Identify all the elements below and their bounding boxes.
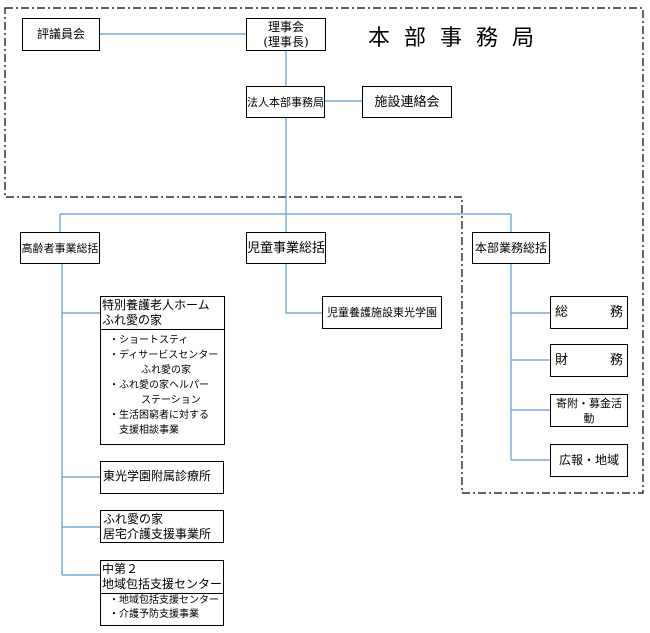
hq-division-label: 本部業務総括	[474, 240, 547, 255]
care-support-subtitle: 居宅介護支援事業所	[103, 527, 212, 541]
elderly-division-box: 高齢者事業総括	[20, 232, 100, 264]
service-item: ・ディサービスセンター	[109, 350, 219, 361]
board-label: 理事会	[267, 19, 304, 34]
general-affairs-box: 総務	[550, 296, 628, 329]
pr-community-box: 広報・地域	[550, 444, 628, 477]
liaison-label: 施設連絡会	[374, 94, 440, 110]
pr-community-label: 広報・地域	[558, 453, 619, 467]
nursing-home-title: 特別養護老人ホーム	[102, 298, 210, 312]
care-support-box: ふれ愛の家 居宅介護支援事業所	[100, 510, 224, 543]
care-support-title: ふれ愛の家	[103, 512, 164, 526]
board-box: 理事会 (理事長)	[246, 18, 326, 51]
hq-division-box: 本部業務総括	[472, 232, 550, 264]
child-division-label: 児童事業総括	[247, 240, 326, 256]
clinic-label: 東光学園附属診療所	[103, 469, 212, 483]
headquarters-title: 本部事務局	[368, 26, 549, 51]
service-item: ・ふれ愛の家ヘルパー	[109, 380, 209, 391]
headquarters-boundary	[4, 7, 644, 494]
service-item: ・生活困窮者に対する	[109, 410, 209, 421]
nursing-home-services: ・ショートスティ ・ディサービスセンター ふれ愛の家 ・ふれ愛の家ヘルパー ステ…	[101, 330, 224, 439]
general-affairs-label-2: 務	[609, 305, 623, 320]
service-item: ・地域包括支援センター	[109, 595, 219, 606]
nursing-home-header: 特別養護老人ホーム ふれ愛の家	[101, 297, 224, 330]
finance-label-1: 財	[555, 353, 569, 368]
finance-box: 財務	[550, 344, 628, 377]
service-item: ・ショートスティ	[109, 335, 189, 346]
general-affairs-label-1: 総	[555, 305, 569, 320]
community-center-header: 中第２ 地域包括支援センター	[101, 561, 223, 594]
community-center-services: ・地域包括支援センター ・介護予防支援事業	[101, 594, 223, 622]
service-item: ・介護予防支援事業	[109, 609, 199, 620]
service-item: ステーション	[141, 395, 201, 406]
community-center-subtitle: 地域包括支援センター	[102, 577, 223, 591]
service-item: 支援相談事業	[119, 425, 179, 436]
child-facility-label: 児童養護施設東光学園	[327, 306, 437, 319]
child-facility-box: 児童養護施設東光学園	[322, 296, 442, 329]
finance-label-2: 務	[609, 353, 623, 368]
community-center-box: 中第２ 地域包括支援センター ・地域包括支援センター ・介護予防支援事業	[100, 560, 224, 626]
nursing-home-box: 特別養護老人ホーム ふれ愛の家 ・ショートスティ ・ディサービスセンター ふれ愛…	[100, 296, 225, 445]
community-center-title: 中第２	[102, 562, 139, 576]
clinic-box: 東光学園附属診療所	[100, 461, 224, 494]
council-box: 評議員会	[22, 18, 100, 51]
secretariat-box: 法人本部事務局	[246, 86, 325, 118]
fundraising-box: 寄附・募金活動	[550, 394, 628, 427]
connector-line	[285, 263, 322, 314]
service-item: ふれ愛の家	[141, 365, 191, 376]
fundraising-label: 寄附・募金活動	[556, 396, 622, 425]
nursing-home-subtitle: ふれ愛の家	[102, 313, 163, 327]
elderly-division-label: 高齢者事業総括	[21, 241, 99, 255]
secretariat-label: 法人本部事務局	[247, 95, 324, 109]
child-division-box: 児童事業総括	[246, 232, 326, 264]
board-chair-label: (理事長)	[263, 34, 309, 49]
council-label: 評議員会	[36, 27, 85, 41]
liaison-box: 施設連絡会	[362, 86, 452, 118]
